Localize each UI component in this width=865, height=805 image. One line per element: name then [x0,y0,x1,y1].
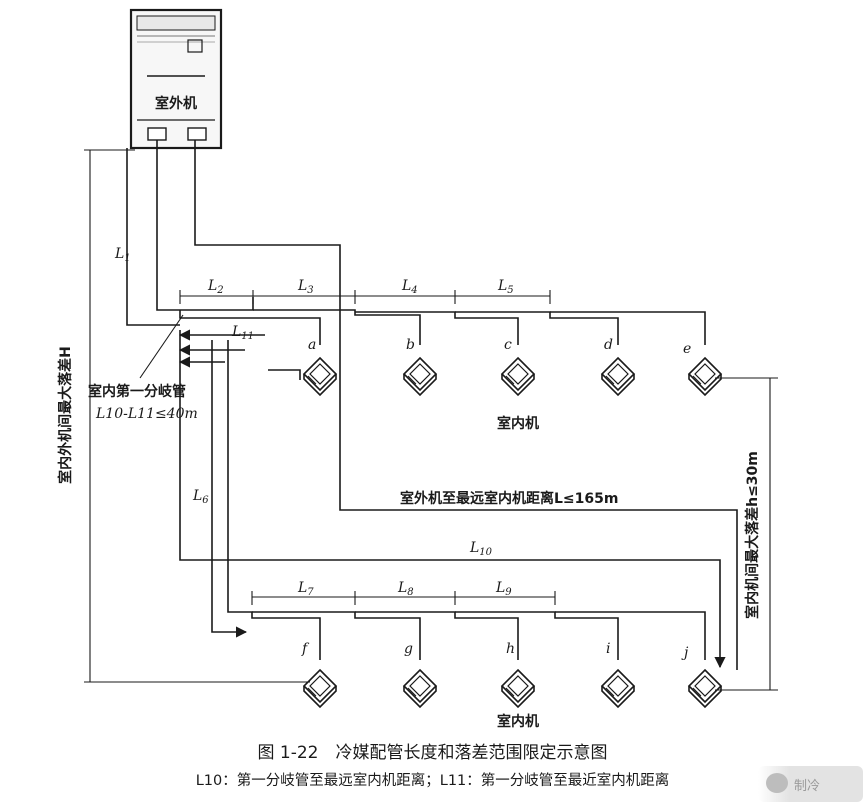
unit-label-g: g [404,641,413,657]
dimensions-bottom [251,591,556,605]
indoor-unit-icon [303,669,337,708]
height-h-dimension: 室内机间最大落差h≤30m [715,377,778,691]
figure-legend: L10：第一分岐管至最远室内机距离；L11：第一分岐管至最近室内机距离 [195,773,670,789]
label-L3: L3 [297,278,314,296]
first-branch-title: 室内第一分岐管 [88,383,186,400]
indoor-unit-icon [403,669,437,708]
unit-label-b: b [406,337,415,353]
label-L2: L2 [207,278,224,296]
unit-label-c: c [504,337,512,353]
indoor-unit-icon [303,357,337,396]
indoor-unit-icon [688,357,722,396]
label-L4: L4 [401,278,418,296]
label-L8: L8 [397,580,414,598]
segment-labels: L1 L2 L3 L4 L5 L6 L7 L8 L9 L10 L11 [114,246,514,598]
height-H-dimension: 室内外机间最大落差H [57,149,310,683]
label-L10: L10 [469,540,493,558]
dimensions-top [179,290,551,304]
indoor-unit-icon [403,357,437,396]
unit-label-h: h [506,641,515,657]
figure-title: 图 1-22 冷媒配管长度和落差范围限定示意图 [257,743,608,763]
gas-port-icon [187,127,207,141]
indoor-group-label-top: 室内机 [497,415,539,432]
indoor-unit-icon [688,669,722,708]
label-L6: L6 [192,488,209,506]
indoor-units-bottom: f g h i j 室内机 [301,641,722,730]
liquid-port-icon [147,127,167,141]
unit-label-f: f [301,641,310,657]
height-H-label: 室内外机间最大落差H [57,346,74,484]
indoor-units-top: a b c d e 室内机 [303,337,722,432]
indoor-unit-icon [601,357,635,396]
unit-label-d: d [604,337,613,353]
indoor-group-label-bottom: 室内机 [497,713,539,730]
watermark: 制冷 [758,766,863,802]
label-L11: L11 [231,324,254,342]
unit-label-j: j [681,645,689,661]
indoor-unit-icon [501,669,535,708]
label-L7: L7 [297,580,314,598]
watermark-text: 制冷 [794,779,821,794]
unit-label-i: i [606,641,610,657]
outdoor-unit: 室外机 [129,8,223,150]
diagram-canvas: 室外机 a b c [57,8,778,730]
outdoor-unit-label: 室外机 [155,95,197,112]
label-L5: L5 [497,278,514,296]
unit-label-e: e [683,341,691,357]
first-branch-constraint: L10-L11≤40m [95,406,198,422]
pipe-network [126,140,738,670]
indoor-unit-icon [601,669,635,708]
height-h-label: 室内机间最大落差h≤30m [744,451,761,619]
label-L9: L9 [495,580,512,598]
unit-label-a: a [308,337,316,353]
wechat-icon [766,773,788,793]
indoor-unit-icon [501,357,535,396]
label-L1: L1 [114,246,131,264]
max-distance-note: 室外机至最远室内机距离L≤165m [400,490,618,507]
first-branch-note: 室内第一分岐管 L10-L11≤40m [88,383,198,422]
